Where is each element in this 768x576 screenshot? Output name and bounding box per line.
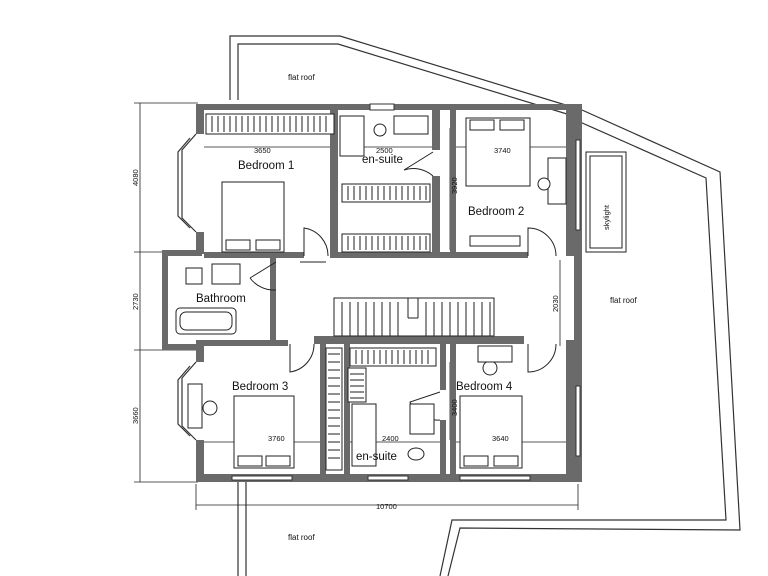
skylight-label: skylight bbox=[602, 204, 611, 230]
bedroom1-label: Bedroom 1 bbox=[238, 160, 294, 172]
dim-bed1-width: 3650 bbox=[254, 146, 271, 155]
dim-bed4-width: 3640 bbox=[492, 434, 509, 443]
dim-bed2-depth: 3920 bbox=[450, 177, 459, 194]
flat-roof-bottom-label: flat roof bbox=[288, 533, 315, 542]
bathroom-label: Bathroom bbox=[196, 293, 246, 305]
dim-left-top: 4080 bbox=[131, 169, 140, 186]
bedroom4-label: Bedroom 4 bbox=[456, 381, 513, 393]
dim-landing: 2030 bbox=[551, 295, 560, 312]
dim-ensuite-top-width: 2500 bbox=[376, 146, 393, 155]
dim-bed4-depth: 3400 bbox=[450, 399, 459, 416]
beds bbox=[187, 117, 567, 469]
staircase bbox=[333, 297, 495, 337]
dim-bed3-width: 3760 bbox=[268, 434, 285, 443]
flat-roof-right-label: flat roof bbox=[610, 296, 637, 305]
bedroom3-label: Bedroom 3 bbox=[232, 381, 288, 393]
wardrobe-hatching bbox=[211, 116, 429, 459]
dim-left-bottom: 3660 bbox=[131, 407, 140, 424]
doors bbox=[249, 151, 557, 421]
dim-overall-width: 10700 bbox=[376, 502, 397, 511]
windows bbox=[231, 103, 581, 481]
skylight bbox=[585, 151, 627, 253]
flat-roof-top-label: flat roof bbox=[288, 73, 315, 82]
bedroom2-label: Bedroom 2 bbox=[468, 206, 524, 218]
dim-left-mid: 2730 bbox=[131, 293, 140, 310]
ensuite-top-label: en-suite bbox=[362, 154, 403, 166]
dim-ensuite-bottom-width: 2400 bbox=[382, 434, 399, 443]
dim-bed2-width: 3740 bbox=[494, 146, 511, 155]
roof-outline bbox=[229, 35, 741, 576]
bathroom-fittings bbox=[175, 115, 551, 467]
ensuite-bottom-label: en-suite bbox=[356, 451, 397, 463]
bay-windows bbox=[177, 133, 197, 441]
